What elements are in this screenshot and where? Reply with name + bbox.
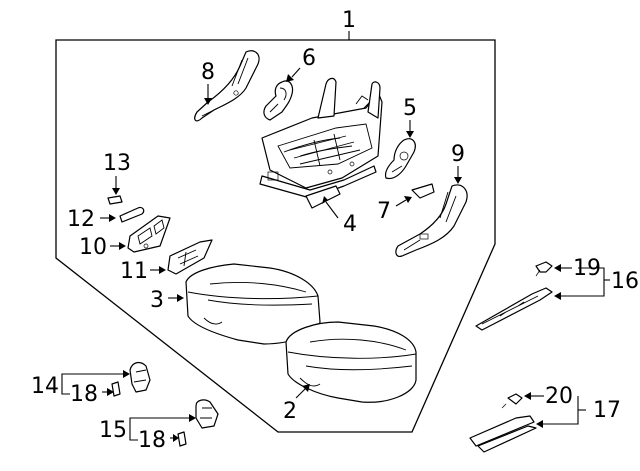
callout-14: 14 [31, 374, 59, 399]
part-18-clip-lower [177, 431, 187, 447]
part-17-rail-cover [469, 415, 537, 453]
part-2-cushion-cover [285, 321, 417, 403]
callout-17: 17 [593, 398, 621, 423]
callout-12: 12 [67, 207, 95, 232]
part-15-bracket [195, 399, 219, 429]
callout-8: 8 [201, 60, 215, 85]
part-8-track-cover [194, 50, 260, 122]
part-11-switch [167, 239, 213, 275]
callout-7: 7 [377, 199, 391, 224]
part-4-seat-frame [259, 77, 383, 209]
callout-19: 19 [573, 256, 601, 281]
callout-6: 6 [302, 46, 316, 71]
part-9-side-shield [395, 184, 468, 257]
part-13-clip [107, 195, 123, 205]
part-14-bracket [129, 361, 151, 393]
callout-labels: 1 8 6 5 9 13 7 4 12 10 11 3 2 19 16 20 1… [31, 8, 639, 453]
callout-20: 20 [545, 384, 573, 409]
callout-2: 2 [283, 399, 297, 424]
part-3-cushion-pad [185, 263, 321, 345]
leader-lines [61, 67, 610, 442]
part-19-clip [535, 261, 553, 277]
part-7-bracket [411, 183, 435, 199]
callout-16: 16 [611, 269, 639, 294]
part-20-clip [501, 393, 523, 409]
callout-11: 11 [120, 259, 148, 284]
part-10-switch-bezel [127, 215, 171, 253]
part-6-recliner-cover [263, 80, 294, 121]
assembly-boundary [55, 39, 496, 433]
part-16-rail-cover [475, 287, 553, 331]
callout-9: 9 [451, 142, 465, 167]
part-12-lever [119, 206, 145, 223]
callout-4: 4 [343, 212, 357, 237]
callout-18-upper: 18 [70, 382, 98, 407]
callout-5: 5 [403, 96, 417, 121]
callout-15: 15 [99, 418, 127, 443]
callout-13: 13 [103, 151, 131, 176]
callout-10: 10 [79, 235, 107, 260]
callout-18-lower: 18 [138, 428, 166, 453]
part-18-clip-upper [111, 381, 121, 397]
callout-1: 1 [342, 8, 356, 33]
part-5-recliner-cover [384, 138, 416, 180]
callout-3: 3 [150, 288, 164, 313]
